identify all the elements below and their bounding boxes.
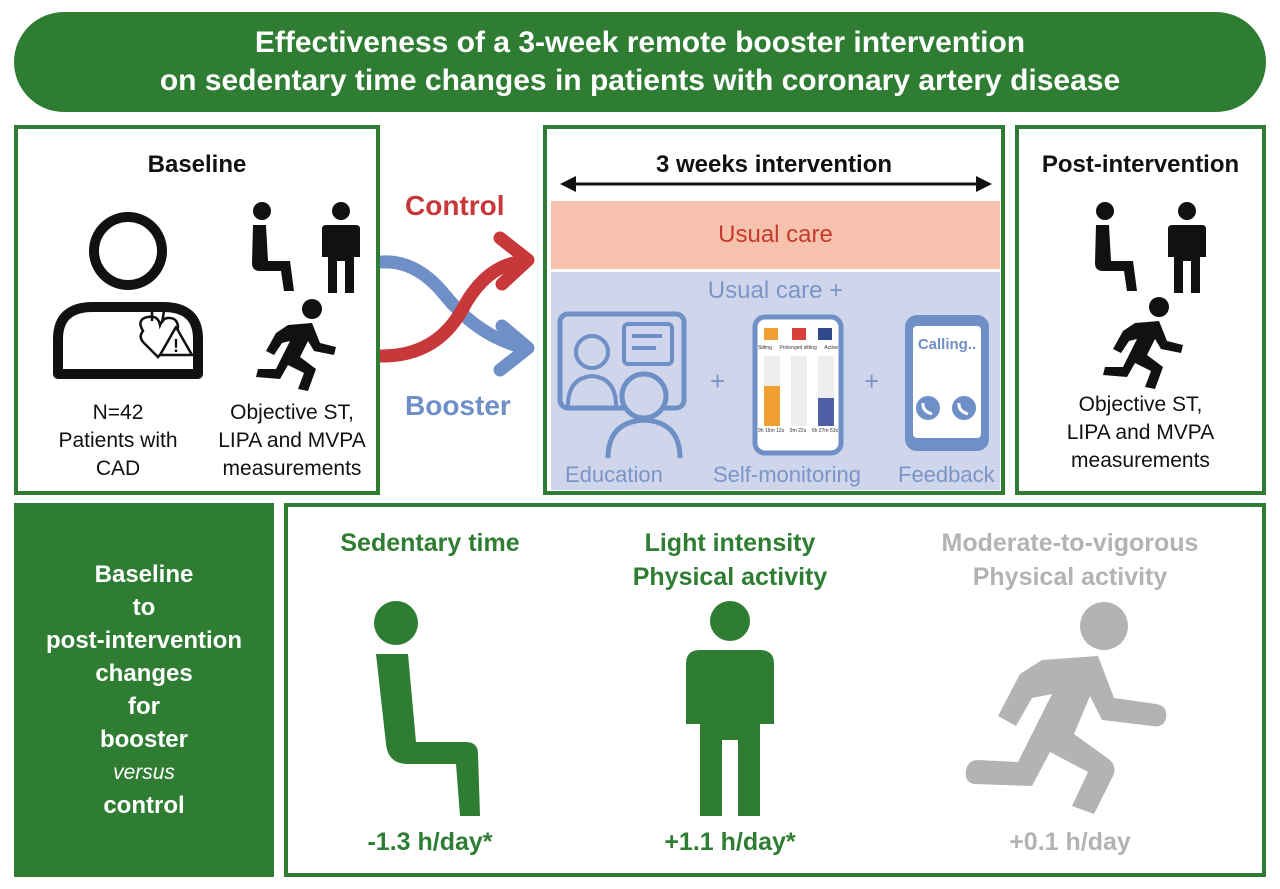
app-time: 6h 27m 53s (811, 428, 838, 434)
changes-line: post-intervention (46, 627, 242, 654)
measure-line: measurements (222, 457, 362, 480)
sitting-person-icon (252, 202, 294, 291)
usual-care-label: Usual care (718, 221, 833, 248)
booster-label: Booster (405, 390, 511, 421)
education-icon (557, 311, 687, 459)
measure-line: LIPA and MVPA (1066, 421, 1215, 444)
plus-sign-1: + (710, 366, 726, 396)
sedentary-title: Sedentary time (300, 526, 560, 560)
measure-line: Objective ST, (1078, 393, 1203, 416)
measure-line: Objective ST, (230, 401, 354, 424)
measure-line: LIPA and MVPA (218, 429, 366, 452)
randomization-arrows (380, 231, 535, 377)
patients-line: CAD (95, 457, 141, 480)
result-title-line: Physical activity (972, 563, 1168, 591)
plus-sign-2: + (864, 366, 880, 396)
patient-icon: ! (53, 212, 203, 379)
baseline-panel: Baseline ! N=42 Patients with CAD Object… (14, 125, 380, 495)
intervention-heading: 3 weeks intervention (655, 151, 893, 178)
usual-care-bar: Usual care (551, 201, 1000, 269)
running-person-icon (965, 602, 1167, 814)
title-line-1: Effectiveness of a 3-week remote booster… (254, 26, 1026, 59)
mvpa-value: +0.1 h/day (1009, 828, 1131, 856)
result-title-line: Physical activity (632, 563, 828, 591)
app-label: Sitting (758, 345, 772, 351)
mvpa-title: Moderate-to-vigorous Physical activity (900, 526, 1240, 594)
title-banner: Effectiveness of a 3-week remote booster… (14, 12, 1266, 112)
feedback-label: Feedback (898, 462, 995, 487)
education-label: Education (565, 462, 663, 487)
sitting-person-icon (374, 601, 480, 816)
changes-line: for (128, 693, 160, 720)
result-title-line: Sedentary time (340, 529, 520, 557)
measure-line: measurements (1071, 449, 1210, 472)
baseline-heading: Baseline (147, 151, 247, 178)
post-measures-text: Objective ST, LIPA and MVPA measurements (1039, 391, 1242, 475)
standing-person-icon (322, 202, 360, 293)
duration-arrow (560, 176, 992, 192)
running-person-icon (256, 299, 336, 391)
title-line-2: on sedentary time changes in patients wi… (159, 64, 1121, 97)
changes-line: versus (113, 761, 175, 784)
heart-icon (139, 309, 180, 359)
light-activity-title: Light intensity Physical activity (580, 526, 880, 594)
changes-line: changes (95, 660, 193, 687)
self-monitoring-phone-icon (752, 314, 844, 456)
changes-line: to (132, 594, 156, 621)
patients-line: N=42 (92, 401, 144, 424)
app-label: Prolonged sitting (779, 345, 817, 351)
app-labels: Sitting Prolonged sitting Active (758, 345, 838, 351)
usual-care-plus-label: Usual care + (707, 277, 844, 304)
svg-text:!: ! (173, 336, 179, 356)
result-title-line: Moderate-to-vigorous (941, 529, 1199, 557)
changes-line: booster (99, 726, 188, 753)
patients-text: N=42 Patients with CAD (38, 399, 198, 483)
baseline-measures-text: Objective ST, LIPA and MVPA measurements (208, 399, 376, 483)
standing-person-icon (686, 601, 774, 816)
post-intervention-panel: Post-intervention Objective ST, LIPA and… (1015, 125, 1266, 495)
app-label: Active (824, 345, 838, 351)
light-activity-value: +1.1 h/day* (664, 828, 796, 856)
running-person-icon (1103, 297, 1183, 389)
changes-line: Baseline (94, 561, 194, 588)
app-time: 9h 16m 12s (758, 428, 785, 434)
changes-line: control (103, 792, 185, 819)
app-times: 9h 16m 12s 9m 22s 6h 27m 53s (758, 428, 838, 434)
feedback-phone-icon (905, 315, 989, 451)
changes-label-box: Baseline to post-intervention changes fo… (14, 503, 274, 877)
post-heading: Post-intervention (1041, 151, 1240, 178)
sitting-person-icon (1095, 202, 1137, 291)
warning-icon: ! (158, 325, 194, 357)
standing-person-icon (1168, 202, 1206, 293)
app-time: 9m 22s (789, 428, 807, 434)
self-monitoring-label: Self-monitoring (713, 462, 861, 487)
calling-text: Calling.. (917, 336, 977, 353)
result-title-line: Light intensity (644, 529, 816, 557)
sedentary-value: -1.3 h/day* (367, 828, 493, 856)
patients-line: Patients with (58, 429, 178, 452)
control-label: Control (405, 190, 505, 221)
